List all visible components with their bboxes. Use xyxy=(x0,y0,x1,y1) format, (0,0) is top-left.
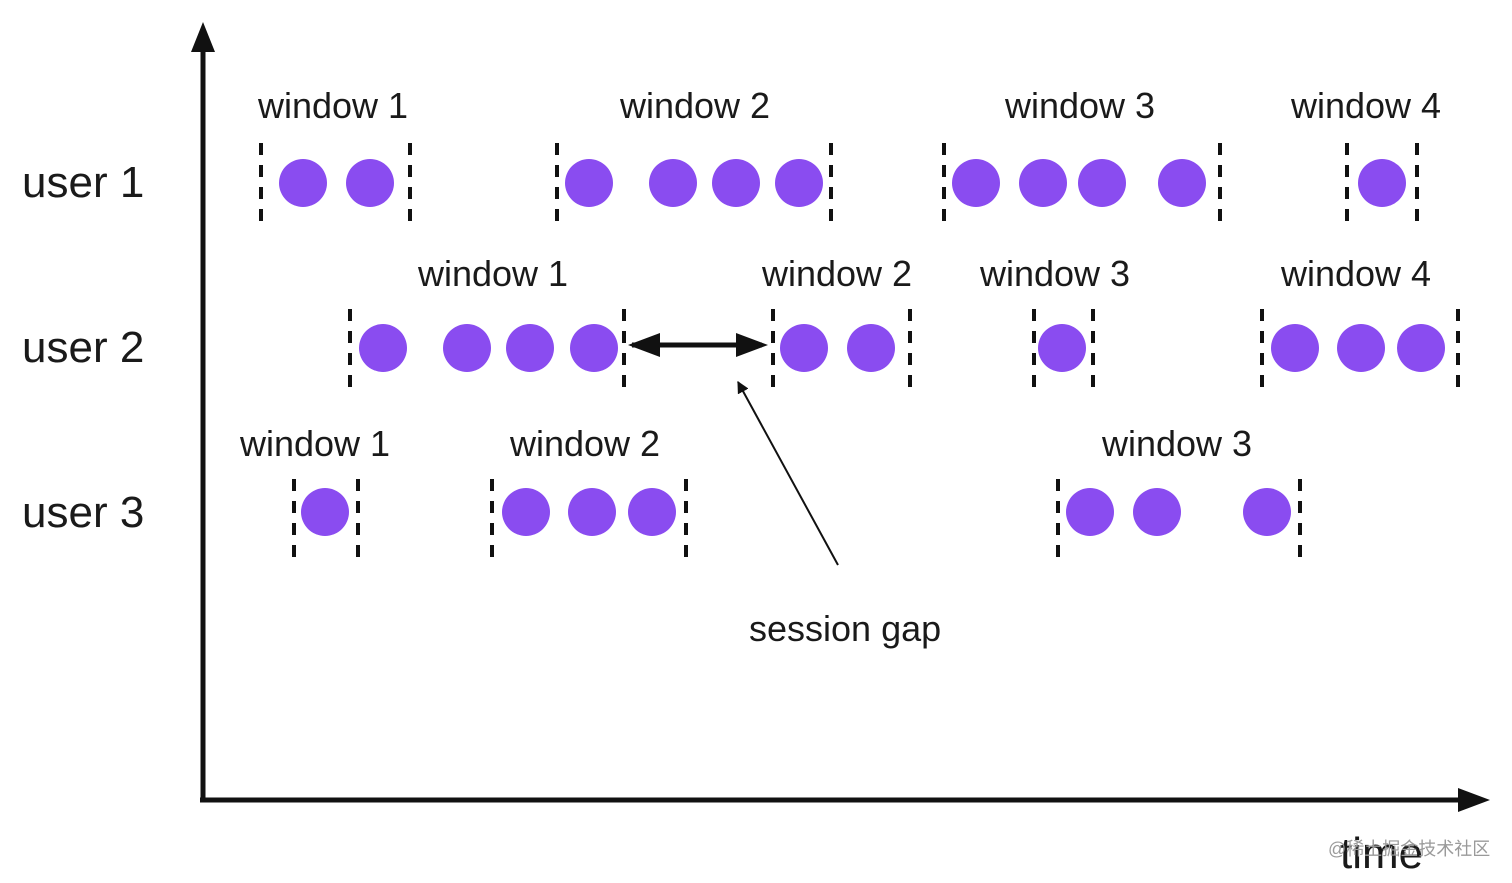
window-label: window 4 xyxy=(1280,253,1431,294)
event-dot xyxy=(775,159,823,207)
event-dot xyxy=(568,488,616,536)
event-dot xyxy=(847,324,895,372)
row-label-user-2: user 2 xyxy=(22,323,144,372)
session-gap-arrowhead-left xyxy=(628,333,660,357)
event-dot xyxy=(1019,159,1067,207)
y-axis-arrowhead xyxy=(191,22,215,52)
event-dot xyxy=(1066,488,1114,536)
axes: time xyxy=(191,22,1490,878)
event-dot xyxy=(1397,324,1445,372)
session-gap-label: session gap xyxy=(749,608,941,649)
user-1-windows: window 1 window 2 window 3 window 4 xyxy=(257,85,1441,223)
event-dot xyxy=(712,159,760,207)
session-gap-arrowhead-right xyxy=(736,333,768,357)
event-dot xyxy=(952,159,1000,207)
x-axis-label: time xyxy=(1340,829,1423,878)
watermark: @稀土掘金技术社区 xyxy=(1328,839,1490,859)
event-dot xyxy=(1271,324,1319,372)
window-label: window 2 xyxy=(509,423,660,464)
row-label-user-1: user 1 xyxy=(22,158,144,207)
window-label: window 2 xyxy=(619,85,770,126)
window-label: window 3 xyxy=(1101,423,1252,464)
x-axis-arrowhead xyxy=(1458,788,1490,812)
row-label-user-3: user 3 xyxy=(22,488,144,537)
event-dot xyxy=(301,488,349,536)
event-dot xyxy=(346,159,394,207)
event-dot xyxy=(628,488,676,536)
event-dot xyxy=(570,324,618,372)
event-dot xyxy=(502,488,550,536)
event-dot xyxy=(1133,488,1181,536)
event-dot xyxy=(506,324,554,372)
window-label: window 4 xyxy=(1290,85,1441,126)
event-dot xyxy=(359,324,407,372)
window-label: window 3 xyxy=(979,253,1130,294)
window-label: window 1 xyxy=(417,253,568,294)
event-dot xyxy=(443,324,491,372)
event-dot xyxy=(1358,159,1406,207)
event-dot xyxy=(1243,488,1291,536)
event-dot xyxy=(279,159,327,207)
window-label: window 1 xyxy=(239,423,390,464)
event-dot xyxy=(1337,324,1385,372)
event-dot xyxy=(780,324,828,372)
window-label: window 3 xyxy=(1004,85,1155,126)
event-dot xyxy=(565,159,613,207)
session-gap-pointer xyxy=(737,380,839,566)
row-labels: user 1 user 2 user 3 xyxy=(22,158,144,537)
event-dot xyxy=(649,159,697,207)
window-label: window 2 xyxy=(761,253,912,294)
event-dot xyxy=(1038,324,1086,372)
window-label: window 1 xyxy=(257,85,408,126)
user-2-windows: window 1 window 2 window 3 window 4 xyxy=(348,253,1460,389)
event-dot xyxy=(1158,159,1206,207)
user-3-windows: window 1 window 2 window 3 xyxy=(239,423,1302,559)
session-gap-annotation: session gap xyxy=(628,333,941,649)
event-dot xyxy=(1078,159,1126,207)
